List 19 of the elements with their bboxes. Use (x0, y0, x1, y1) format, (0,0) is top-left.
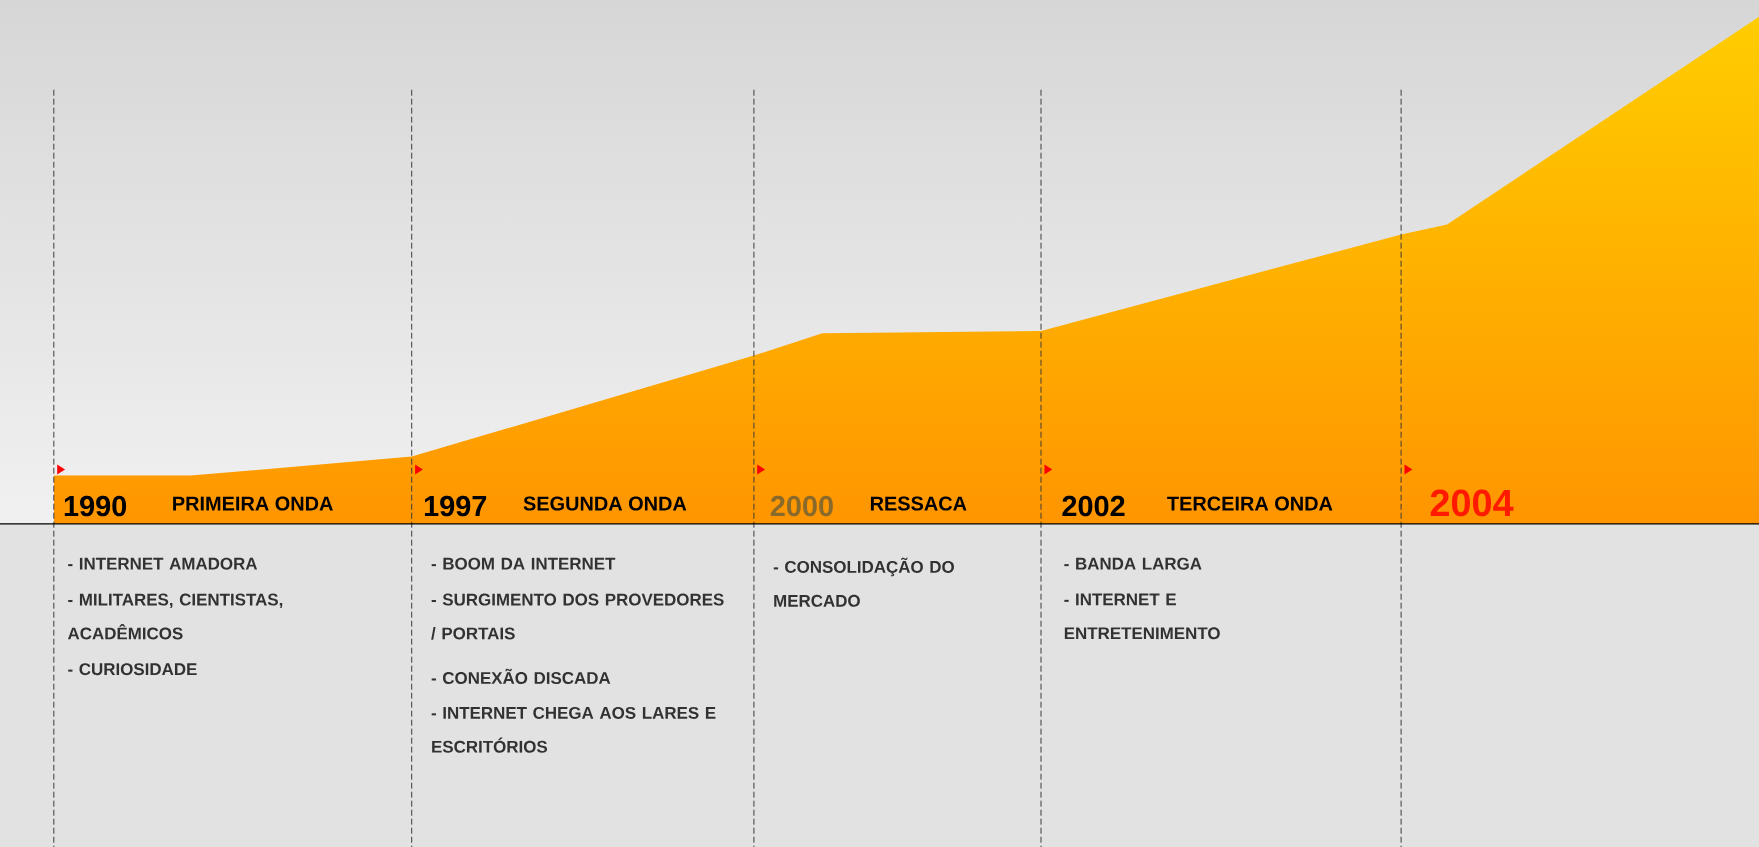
year-label: 2000 (770, 495, 833, 517)
year-label: 2002 (1062, 495, 1125, 517)
year-label: 1997 (424, 495, 487, 517)
bullet-item: - INTERNET AMADORA (68, 557, 258, 570)
bullet-item: - INTERNET CHEGA AOS LARES E ESCRITÓRIOS (431, 706, 716, 753)
bullet-item: - CONEXÃO DISCADA (431, 668, 611, 685)
bullet-item: - BANDA LARGA (1064, 557, 1202, 570)
bullet-item: - BOOM DA INTERNET (431, 557, 616, 570)
bullet-item: - INTERNET E ENTRETENIMENTO (1064, 593, 1220, 640)
bullet-item: - MILITARES, CIENTISTAS, ACADÊMICOS (67, 593, 283, 640)
bullet-item: - SURGIMENTO DOS PROVEDORES / PORTAIS (431, 593, 724, 640)
period-heading: SEGUNDA ONDA (523, 496, 687, 511)
period-heading: RESSACA (870, 496, 967, 511)
year-label: 2004 (1430, 489, 1514, 517)
period-heading: TERCEIRA ONDA (1167, 496, 1333, 511)
bullet-item: - CONSOLIDAÇÃO DO MERCADO (773, 557, 954, 607)
year-label: 1990 (64, 495, 127, 517)
period-heading: PRIMEIRA ONDA (173, 496, 333, 511)
bullet-item: - CURIOSIDADE (68, 663, 197, 676)
